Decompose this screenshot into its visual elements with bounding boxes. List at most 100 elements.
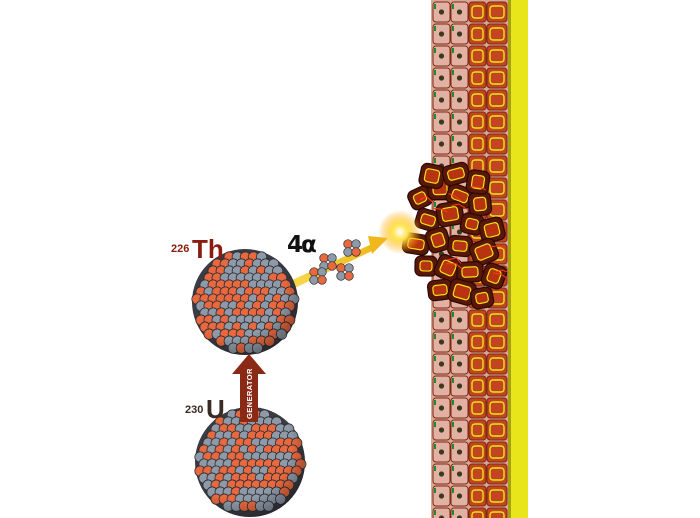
- cell-nucleus: [471, 27, 484, 41]
- tissue-cell: [468, 67, 487, 89]
- tumor-cell: [414, 255, 438, 277]
- proton: [344, 271, 354, 281]
- damage-crack: [448, 193, 462, 202]
- neutron: [309, 275, 319, 285]
- cell-organelle: [452, 334, 454, 339]
- cell-organelle: [434, 92, 436, 97]
- tissue-cell: [450, 67, 469, 89]
- cell-organelle: [434, 466, 436, 471]
- cell-nucleus: [456, 515, 463, 518]
- tissue-cell: [450, 463, 469, 485]
- cell-membrane: [486, 133, 508, 155]
- cell-organelle: [452, 400, 454, 405]
- cell-nucleus: [489, 137, 505, 151]
- cell-organelle: [452, 136, 454, 141]
- neutron: [344, 263, 354, 273]
- cell-organelle: [434, 202, 436, 207]
- cell-nucleus: [471, 93, 484, 107]
- cell-organelle: [434, 378, 436, 383]
- cell-organelle: [452, 444, 454, 449]
- cell-organelle: [434, 422, 436, 427]
- tissue-cell: [432, 419, 451, 441]
- tissue-cell: [432, 331, 451, 353]
- tissue-cell: [468, 89, 487, 111]
- tissue-cell: [432, 375, 451, 397]
- cell-nucleus: [456, 31, 463, 37]
- cell-organelle: [452, 510, 454, 515]
- cell-organelle: [434, 510, 436, 515]
- cell-organelle: [452, 4, 454, 9]
- proton: [309, 267, 319, 277]
- tissue-cell: [486, 89, 508, 111]
- tissue-cell: [486, 375, 508, 397]
- proton: [317, 275, 327, 285]
- alpha-particle: [309, 267, 327, 285]
- tissue-cell: [432, 23, 451, 45]
- cell-organelle: [434, 356, 436, 361]
- cell-organelle: [452, 378, 454, 383]
- tumor-cell-nucleus: [486, 268, 502, 284]
- cell-nucleus: [489, 401, 505, 415]
- cell-organelle: [434, 334, 436, 339]
- tumor-cell: [478, 216, 506, 244]
- cell-membrane: [486, 111, 508, 133]
- cell-organelle: [452, 466, 454, 471]
- cell-membrane: [486, 485, 508, 507]
- tissue-cell: [432, 111, 451, 133]
- tumor-cell-nucleus: [452, 283, 472, 301]
- tissue-cell: [432, 1, 451, 23]
- cell-organelle: [434, 48, 436, 53]
- proton: [351, 247, 361, 257]
- tissue-cell: [468, 375, 487, 397]
- tissue-cell: [468, 485, 487, 507]
- tissue-cell: [468, 441, 487, 463]
- cell-organelle: [452, 26, 454, 31]
- damage-crack: [419, 196, 434, 203]
- tumor-cell-nucleus: [474, 243, 494, 261]
- cell-nucleus: [456, 361, 463, 367]
- cell-nucleus: [489, 489, 505, 503]
- tissue-cell: [450, 353, 469, 375]
- tumor-cell: [414, 207, 442, 233]
- cell-nucleus: [489, 379, 505, 393]
- tissue-cell: [450, 441, 469, 463]
- thorium-nucleus: [191, 249, 300, 355]
- uranium-symbol: U: [206, 394, 225, 424]
- nucleus-shading: [195, 407, 305, 517]
- tissue-cell: [468, 111, 487, 133]
- cell-nucleus: [456, 405, 463, 411]
- cell-nucleus: [489, 27, 505, 41]
- cell-organelle: [452, 224, 454, 229]
- cell-organelle: [434, 26, 436, 31]
- damage-crack: [446, 263, 463, 270]
- tumor-cell: [468, 237, 500, 267]
- cell-membrane: [450, 507, 469, 518]
- cell-nucleus: [456, 383, 463, 389]
- tissue-cell: [450, 485, 469, 507]
- tumor-cell-nucleus: [473, 196, 487, 212]
- cell-nucleus: [471, 489, 484, 503]
- cell-organelle: [452, 158, 454, 163]
- tissue-cell: [450, 111, 469, 133]
- cell-organelle: [452, 422, 454, 427]
- tumor-cell-nucleus: [452, 240, 468, 252]
- cell-nucleus: [471, 5, 484, 19]
- tumor-cell: [447, 278, 477, 306]
- cell-membrane: [486, 309, 508, 331]
- cell-nucleus: [489, 115, 505, 129]
- tumor-cell-nucleus: [475, 291, 489, 305]
- cell-membrane: [486, 463, 508, 485]
- cell-nucleus: [438, 515, 445, 518]
- tissue-cell: [450, 23, 469, 45]
- tissue-cell: [432, 463, 451, 485]
- alpha-label: 4 α: [287, 232, 317, 258]
- tissue-cell: [450, 331, 469, 353]
- cell-nucleus: [456, 97, 463, 103]
- tissue-cell: [468, 309, 487, 331]
- cell-membrane: [486, 419, 508, 441]
- tissue-cell: [450, 375, 469, 397]
- tissue-cell: [486, 1, 508, 23]
- cell-membrane: [486, 375, 508, 397]
- cell-organelle: [434, 444, 436, 449]
